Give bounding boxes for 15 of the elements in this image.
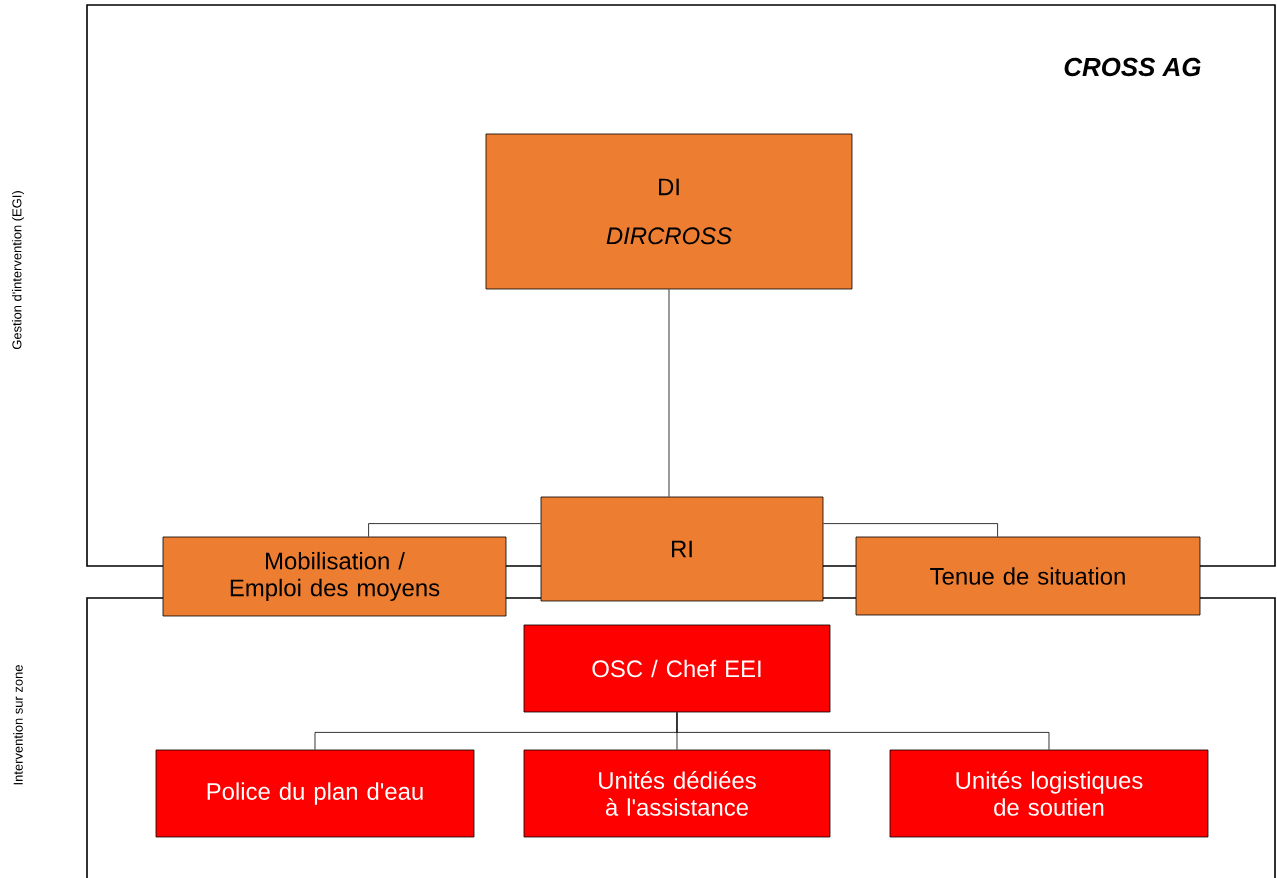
org-box: Police du plan d'eau — [155, 749, 475, 838]
frame-title: CROSS AG — [1064, 57, 1201, 77]
org-box: Tenue de situation — [855, 536, 1201, 616]
side-label: Gestion d'intervention (EGI) — [11, 191, 25, 350]
side-label: Intervention sur zone — [13, 665, 23, 785]
connector-line — [823, 523, 998, 537]
org-box: Unités logistiques de soutien — [889, 749, 1209, 838]
connector-line — [368, 523, 541, 537]
org-box: Unités dédiées à l'assistance — [523, 749, 831, 838]
org-box: RI — [540, 496, 824, 602]
org-box: OSC / Chef EEI — [523, 624, 831, 713]
connector-line — [668, 289, 670, 497]
org-box: Mobilisation / Emploi des moyens — [162, 536, 507, 617]
org-box: DI DIRCROSS — [485, 133, 853, 290]
connector-line — [676, 712, 1050, 750]
